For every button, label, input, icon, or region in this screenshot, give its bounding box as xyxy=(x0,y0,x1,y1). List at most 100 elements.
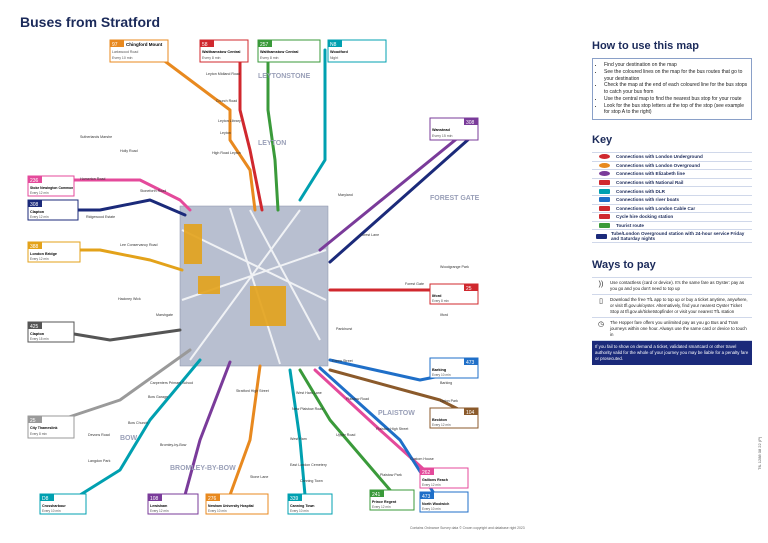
svg-text:Lee Conservancy Road: Lee Conservancy Road xyxy=(120,243,158,247)
svg-text:Leyton Midland Road: Leyton Midland Road xyxy=(206,72,240,76)
key-row: Connections with London Cable Car xyxy=(592,205,752,214)
svg-text:262: 262 xyxy=(422,470,431,476)
key-row: Connections with Elizabeth line xyxy=(592,170,752,179)
svg-text:Langdon Park: Langdon Park xyxy=(88,459,111,463)
svg-text:Lewisham: Lewisham xyxy=(150,504,167,508)
svg-text:Upper Road: Upper Road xyxy=(336,433,355,437)
svg-text:276: 276 xyxy=(208,496,217,502)
svg-text:388: 388 xyxy=(30,244,39,250)
key-row: Connections with London Underground xyxy=(592,153,752,162)
svg-text:Bow Church: Bow Church xyxy=(128,421,148,425)
svg-text:Devons Road: Devons Road xyxy=(88,433,110,437)
svg-text:Green Street: Green Street xyxy=(332,359,353,363)
svg-text:Ridgewood Estate: Ridgewood Estate xyxy=(86,215,115,219)
key-row: Connections with National Rail xyxy=(592,179,752,188)
svg-text:Prince Regent: Prince Regent xyxy=(372,500,397,504)
howto-step: Find your destination on the map xyxy=(604,62,748,69)
svg-text:Every 10 min: Every 10 min xyxy=(290,509,309,513)
svg-text:473: 473 xyxy=(422,494,431,500)
svg-text:Plaistow High Street: Plaistow High Street xyxy=(376,427,408,431)
howto-heading: How to use this map xyxy=(592,40,699,52)
svg-text:Ilford: Ilford xyxy=(432,294,442,298)
pay-row: ◷The Hopper fare offers you unlimited pa… xyxy=(592,318,752,341)
page-title: Buses from Stratford xyxy=(20,14,161,30)
svg-text:Every 10 min: Every 10 min xyxy=(432,373,451,377)
stratford-centre-block xyxy=(250,286,286,326)
key-row: Connections with river boats xyxy=(592,196,752,205)
penalty-fare-note: If you fail to show on demand a ticket, … xyxy=(592,340,752,366)
info-panel: How to use this map Find your destinatio… xyxy=(592,40,752,366)
svg-text:257: 257 xyxy=(260,42,269,48)
svg-text:108: 108 xyxy=(150,496,159,502)
svg-text:Night: Night xyxy=(330,56,338,60)
svg-text:Forest Lane: Forest Lane xyxy=(360,233,379,237)
svg-text:Ilford: Ilford xyxy=(440,313,448,317)
route-58-line xyxy=(238,48,264,212)
svg-text:25: 25 xyxy=(466,286,472,292)
svg-text:Crossharbour: Crossharbour xyxy=(42,504,66,508)
document-code: TfL 1288 08 22 (P) xyxy=(757,436,762,470)
dlr-icon xyxy=(598,188,610,194)
svg-text:Pankhurst: Pankhurst xyxy=(336,327,352,331)
key-row: Cycle hire docking station xyxy=(592,213,752,222)
route-108-line xyxy=(183,360,232,497)
svg-text:Canning Town: Canning Town xyxy=(300,479,323,483)
svg-text:Bromley-by-Bow: Bromley-by-Bow xyxy=(160,443,187,447)
svg-text:Every 10 min: Every 10 min xyxy=(422,507,441,511)
svg-text:Marshgate: Marshgate xyxy=(156,313,173,317)
svg-text:25: 25 xyxy=(30,418,36,424)
app-icon: ▯ xyxy=(599,298,603,306)
svg-text:Custom House: Custom House xyxy=(410,457,434,461)
svg-text:Maryland: Maryland xyxy=(338,193,353,197)
svg-text:308: 308 xyxy=(466,120,475,126)
svg-text:Every 12 min: Every 12 min xyxy=(150,509,169,513)
svg-text:Every 12 min: Every 12 min xyxy=(30,191,49,195)
svg-text:Every 8 min: Every 8 min xyxy=(260,56,279,60)
svg-text:Clapton: Clapton xyxy=(30,332,45,336)
westfield-block xyxy=(198,276,220,294)
svg-text:Gallions Reach: Gallions Reach xyxy=(422,478,448,482)
tourist-route-icon xyxy=(598,223,610,229)
svg-text:High Road Leyton: High Road Leyton xyxy=(212,151,241,155)
svg-text:Every 10 min: Every 10 min xyxy=(42,509,61,513)
howto-step: Check the map at the end of each coloure… xyxy=(604,82,748,96)
svg-text:97: 97 xyxy=(112,42,118,48)
svg-text:Walthamstow Central: Walthamstow Central xyxy=(260,50,298,54)
svg-text:BOW: BOW xyxy=(120,435,138,442)
route-241-line xyxy=(298,368,392,492)
route-276-line xyxy=(228,364,262,497)
svg-text:Stoke Newington Common: Stoke Newington Common xyxy=(30,186,73,190)
svg-text:PLAISTOW: PLAISTOW xyxy=(378,410,415,417)
cable-car-icon xyxy=(598,205,610,211)
svg-text:New Plaistow Road: New Plaistow Road xyxy=(292,407,323,411)
overground-icon xyxy=(598,162,610,168)
key-list: Connections with London Underground Conn… xyxy=(592,152,752,244)
svg-text:BROMLEY-BY-BOW: BROMLEY-BY-BOW xyxy=(170,465,236,472)
cycle-hire-icon xyxy=(598,214,610,220)
svg-text:Stratford High Street: Stratford High Street xyxy=(236,389,269,393)
river-boat-icon xyxy=(598,197,610,203)
svg-text:425: 425 xyxy=(30,324,39,330)
howto-step: Look for the bus stop letters at the top… xyxy=(604,103,748,117)
route-N8-line xyxy=(298,48,327,202)
svg-text:Forest Gate: Forest Gate xyxy=(405,282,424,286)
svg-text:Carpenters Primary School: Carpenters Primary School xyxy=(150,381,193,385)
svg-text:339: 339 xyxy=(290,496,299,502)
svg-text:241: 241 xyxy=(372,492,381,498)
svg-text:Chingford Mount: Chingford Mount xyxy=(126,42,163,47)
howto-box: Find your destination on the map See the… xyxy=(592,58,752,120)
olympic-park-block xyxy=(184,224,202,264)
